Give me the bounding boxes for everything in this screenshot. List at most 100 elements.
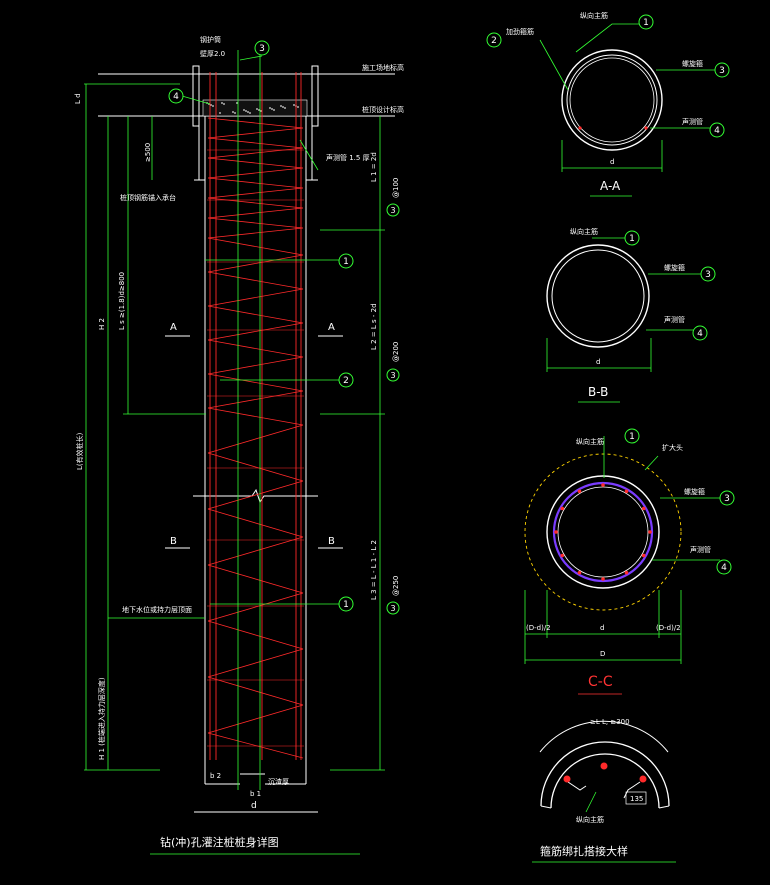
bb-outer-circle [546,244,650,348]
cc-mark-4-text: 4 [721,563,727,573]
cc-mark-3-text: 3 [724,494,730,504]
aa-leader-2 [539,39,569,91]
concrete-dot-15 [234,112,236,114]
casing-left [192,65,200,127]
spiral-segment-27 [207,508,304,538]
bb-mark-1-text: 1 [629,234,635,244]
concrete-dot-26 [249,112,251,114]
l2-label: L 2 = L s - 2d [370,303,378,350]
mark-4-label: 4 [173,92,179,102]
spiral-segment-23 [207,407,304,426]
concrete-dot-18 [247,111,249,113]
cc-rebar-dot-10 [601,483,605,487]
cc-rebar-dots [554,483,652,581]
hoop-hook-label: 135 [630,795,643,803]
concrete-dot-23 [236,102,238,104]
b2-label: b 2 [210,772,221,780]
aa-title: A-A [600,179,621,193]
cc-label-4: 声测管 [690,545,711,554]
spiral-segment-10 [207,207,304,219]
dim-500-label: ≥500 [144,143,152,162]
aa-sound-pipe-2 [644,126,648,130]
cc-label-3: 螺旋箍 [684,487,705,496]
cc-hoop-ring [552,481,654,583]
l-total-label: L(有效桩长) [75,432,84,470]
hoop-hook-right [623,781,641,799]
bb-mark-3-text: 3 [705,270,711,280]
aa-mark-4 [709,122,725,138]
bb-mark-4 [692,325,708,341]
concrete-dot-20 [223,103,225,105]
spiral-segment-8 [207,187,304,199]
cc-title: C-C [588,674,613,690]
l1-label: L 1 = 2d [370,152,378,182]
concrete-dot-10 [245,110,247,112]
cc-mark-4 [716,559,732,575]
concrete-dot-17 [210,104,212,106]
mark-3c-label: 3 [390,604,395,613]
mark-3a-label: 3 [390,206,395,215]
spiral-segment-16 [207,288,304,307]
mark-1a-balloon [338,253,354,269]
spiral-segment-11 [207,217,304,229]
aa-leader-1 [575,23,640,53]
cc-rebar-dot-2 [641,553,646,558]
bb-mark-4-text: 4 [697,329,703,339]
aa-label-2: 加劲箍筋 [506,27,534,36]
spiral-sparse-label: @250 [392,576,400,596]
pile-elevation: 3 4 1 2 1 3 3 3 钢护筒 壁厚2.0 施工场地标高 桩顶设计标高 … [74,35,404,855]
cc-rebar-dot-8 [560,506,565,511]
cc-rebar-dot-9 [577,489,582,494]
spiral-hoops [207,117,304,759]
spiral-segment-29 [207,564,304,594]
mark-2-label: 2 [343,376,349,386]
hoop-ends [540,805,670,809]
hoop-outer-arc [540,741,670,807]
cc-leader-exp [644,455,659,471]
cc-inner-circle [557,486,649,578]
cut-a-right-label: A [328,322,335,333]
hoop-lap-dim-arc [539,720,669,753]
section-bb: 1 3 4 纵向主筋 螺旋箍 声测管 d B-B [546,227,716,403]
cc-rebar-dot-5 [577,570,582,575]
spiral-dense-label: @100 [392,178,400,198]
leader-4 [181,95,211,105]
concrete-dot-4 [219,112,221,114]
h1-label: H 1 (桩端进入持力层深度) [97,677,106,760]
hoop-lap-label: ≥L L, ≥300 [590,718,630,726]
longitudinal-rebar [209,72,302,760]
l3-label: L 3 = L - L 1 - L 2 [370,540,378,600]
concrete-dot-8 [269,107,271,109]
aa-d: d [610,158,614,166]
h2-label: H 2 [98,318,106,330]
concrete-dots [206,102,299,114]
break-symbol [193,488,318,504]
cc-label-exp: 扩大头 [662,443,683,452]
spiral-segment-12 [207,227,304,239]
mark-1b-balloon [338,596,354,612]
spiral-segment-21 [207,373,304,392]
spiral-segment-18 [207,322,304,341]
mark-4-balloon [168,88,184,104]
spiral-mid-label: @200 [392,342,400,362]
cc-mark-3 [719,490,735,506]
bb-mark-1 [624,230,640,246]
concrete-dot-7 [232,111,234,113]
aa-mark-1-text: 1 [643,18,649,28]
hoop-detail-title: 箍筋绑扎搭接大样 [540,844,628,858]
concrete-dot-13 [258,109,260,111]
mark-2-balloon [338,372,354,388]
spiral-segment-15 [207,271,304,290]
section-cc: 1 3 4 纵向主筋 扩大头 螺旋箍 声测管 (D-d)/2 (D-d)/2 d… [524,428,735,695]
aa-outer-circle [561,49,663,151]
concrete-dot-6 [293,104,295,106]
cut-b-right-label: B [328,536,335,547]
bb-label-3: 螺旋箍 [664,263,685,272]
hoop-bar-label: 纵向主筋 [576,815,604,824]
spiral-segment-1 [207,117,304,129]
cc-outer-circle [546,475,660,589]
cc-big-d: D [600,650,605,658]
anchor-label: 桩顶钢筋锚入承台 [120,193,176,202]
aa-mark-3 [714,62,730,78]
